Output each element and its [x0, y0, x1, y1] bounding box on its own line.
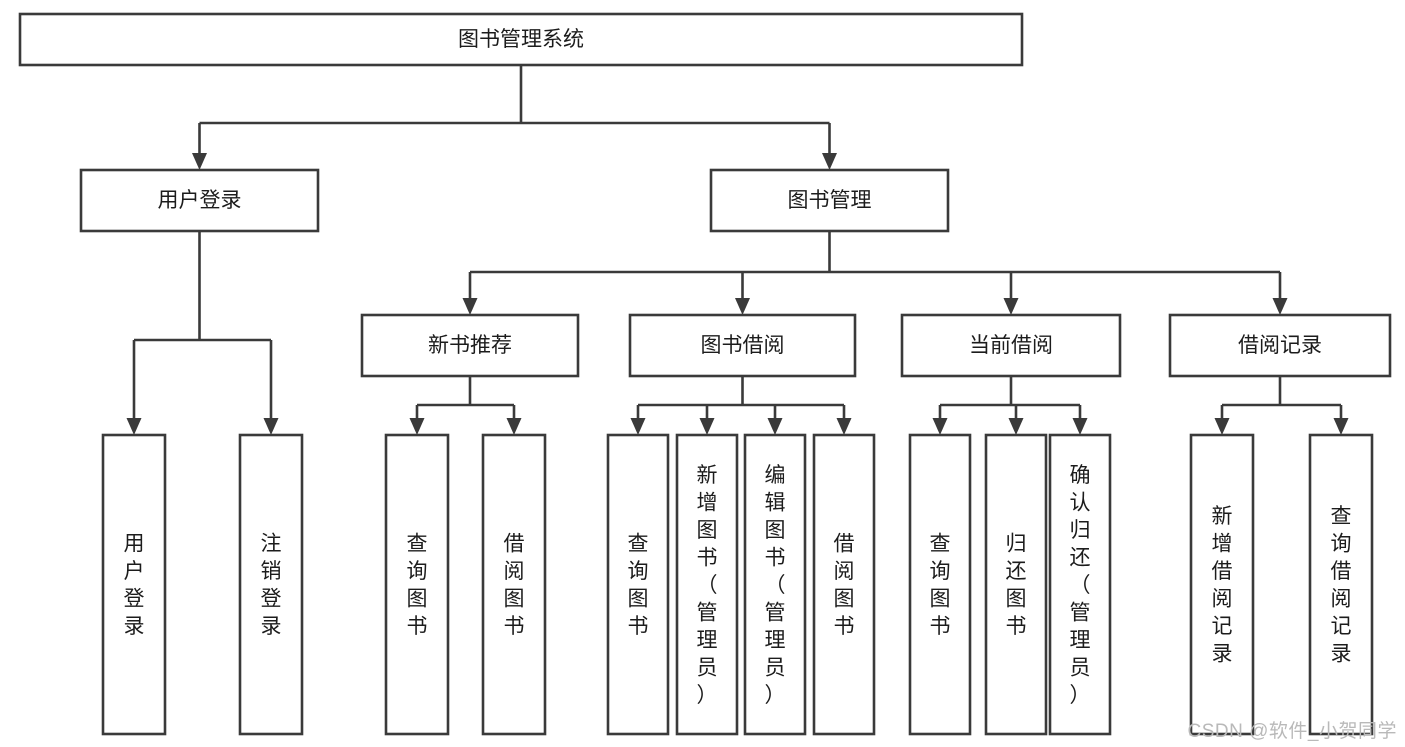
node-leaf-8-label: 查询图书: [930, 533, 951, 639]
edge-user-login-to-leaves-arrowhead-1: [263, 418, 279, 435]
node-leaf-8[interactable]: 查询图书: [908, 433, 972, 736]
node-level2-0-rect[interactable]: [79, 168, 320, 233]
node-level3-1-rect[interactable]: [628, 313, 857, 378]
edge-user-login-to-leaves-arrowhead-0: [126, 418, 142, 435]
node-level3-2-rect[interactable]: [900, 313, 1122, 378]
node-leaf-3-label: 借阅图书: [504, 533, 525, 639]
edge-3-to-leaves-arrowhead-1: [1008, 418, 1024, 435]
node-leaf-9-label: 归还图书: [1006, 533, 1027, 639]
node-leaf-9[interactable]: 归还图书: [984, 433, 1048, 736]
node-level3-0-rect[interactable]: [360, 313, 580, 378]
node-leaf-0[interactable]: 用户登录: [101, 433, 167, 736]
node-leaf-4-label: 查询图书: [628, 533, 649, 639]
node-level2-1-rect[interactable]: [709, 168, 950, 233]
edge-1-to-leaves-arrowhead-0: [409, 418, 425, 435]
edge-book-mgmt-to-level3-arrowhead-1: [735, 298, 750, 315]
node-level3-3-rect[interactable]: [1168, 313, 1392, 378]
node-leaf-6-rect[interactable]: [743, 433, 807, 736]
node-leaf-11-rect[interactable]: [1189, 433, 1255, 736]
node-leaf-5-rect[interactable]: [675, 433, 739, 736]
edge-2-to-leaves-arrowhead-2: [767, 418, 783, 435]
node-level2-1[interactable]: 图书管理: [709, 168, 950, 233]
edge-3-to-leaves-arrowhead-2: [1072, 418, 1088, 435]
node-leaf-1-rect[interactable]: [238, 433, 304, 736]
node-root-system[interactable]: 图书管理系统: [18, 12, 1024, 67]
edge-root-to-level2-arrowhead-1: [822, 153, 837, 170]
node-level3-0-label: 新书推荐: [428, 334, 512, 357]
node-leaf-1-label: 注销登录: [261, 533, 282, 639]
edge-3-to-leaves-arrowhead-0: [932, 418, 948, 435]
edge-1-to-leaves-arrowhead-1: [506, 418, 522, 435]
node-leaf-6-label: 编辑图书（管理员）: [765, 464, 786, 707]
node-leaf-1[interactable]: 注销登录: [238, 433, 304, 736]
node-root-system-label: 图书管理系统: [458, 28, 584, 51]
node-leaf-6[interactable]: 编辑图书（管理员）: [743, 433, 807, 736]
node-level3-1[interactable]: 图书借阅: [628, 313, 857, 378]
nodes-layer: 图书管理系统用户登录图书管理新书推荐图书借阅当前借阅借阅记录用户登录注销登录查询…: [18, 12, 1392, 736]
node-level3-0[interactable]: 新书推荐: [360, 313, 580, 378]
node-leaf-10-label: 确认归还（管理员）: [1070, 464, 1091, 707]
node-leaf-11[interactable]: 新增借阅记录: [1189, 433, 1255, 736]
edge-root-to-level2-arrowhead-0: [192, 153, 207, 170]
edges-layer: [126, 65, 1349, 435]
node-leaf-8-rect[interactable]: [908, 433, 972, 736]
node-leaf-5-label: 新增图书（管理员）: [697, 464, 718, 707]
node-root-system-rect[interactable]: [18, 12, 1024, 67]
node-leaf-10-rect[interactable]: [1048, 433, 1112, 736]
node-leaf-12-rect[interactable]: [1308, 433, 1374, 736]
node-level3-1-label: 图书借阅: [701, 334, 785, 357]
node-leaf-4[interactable]: 查询图书: [606, 433, 670, 736]
node-level3-2[interactable]: 当前借阅: [900, 313, 1122, 378]
node-level2-0[interactable]: 用户登录: [79, 168, 320, 233]
edge-4-to-leaves-arrowhead-1: [1333, 418, 1349, 435]
node-level2-0-label: 用户登录: [158, 189, 242, 212]
node-leaf-2[interactable]: 查询图书: [384, 433, 450, 736]
node-leaf-7-rect[interactable]: [812, 433, 876, 736]
node-leaf-0-rect[interactable]: [101, 433, 167, 736]
node-leaf-2-label: 查询图书: [407, 533, 428, 639]
edge-2-to-leaves-arrowhead-0: [630, 418, 646, 435]
node-leaf-11-label: 新增借阅记录: [1212, 505, 1233, 666]
edge-4-to-leaves-arrowhead-0: [1214, 418, 1230, 435]
node-leaf-10[interactable]: 确认归还（管理员）: [1048, 433, 1112, 736]
node-leaf-0-label: 用户登录: [124, 533, 145, 639]
node-level3-2-label: 当前借阅: [969, 334, 1053, 357]
node-leaf-12-label: 查询借阅记录: [1331, 505, 1352, 666]
node-leaf-2-rect[interactable]: [384, 433, 450, 736]
node-leaf-3-rect[interactable]: [481, 433, 547, 736]
node-leaf-5[interactable]: 新增图书（管理员）: [675, 433, 739, 736]
edge-book-mgmt-to-level3-arrowhead-0: [462, 298, 478, 315]
edge-2-to-leaves-arrowhead-1: [699, 418, 715, 435]
edge-book-mgmt-to-level3-arrowhead-2: [1003, 298, 1019, 315]
edge-book-mgmt-to-level3-arrowhead-3: [1272, 298, 1288, 315]
node-leaf-7[interactable]: 借阅图书: [812, 433, 876, 736]
node-level2-1-label: 图书管理: [788, 189, 872, 212]
node-leaf-4-rect[interactable]: [606, 433, 670, 736]
node-leaf-3[interactable]: 借阅图书: [481, 433, 547, 736]
node-leaf-7-label: 借阅图书: [834, 533, 855, 639]
edge-2-to-leaves-arrowhead-3: [836, 418, 852, 435]
node-level3-3-label: 借阅记录: [1238, 334, 1322, 357]
node-leaf-9-rect[interactable]: [984, 433, 1048, 736]
node-leaf-12[interactable]: 查询借阅记录: [1308, 433, 1374, 736]
node-level3-3[interactable]: 借阅记录: [1168, 313, 1392, 378]
